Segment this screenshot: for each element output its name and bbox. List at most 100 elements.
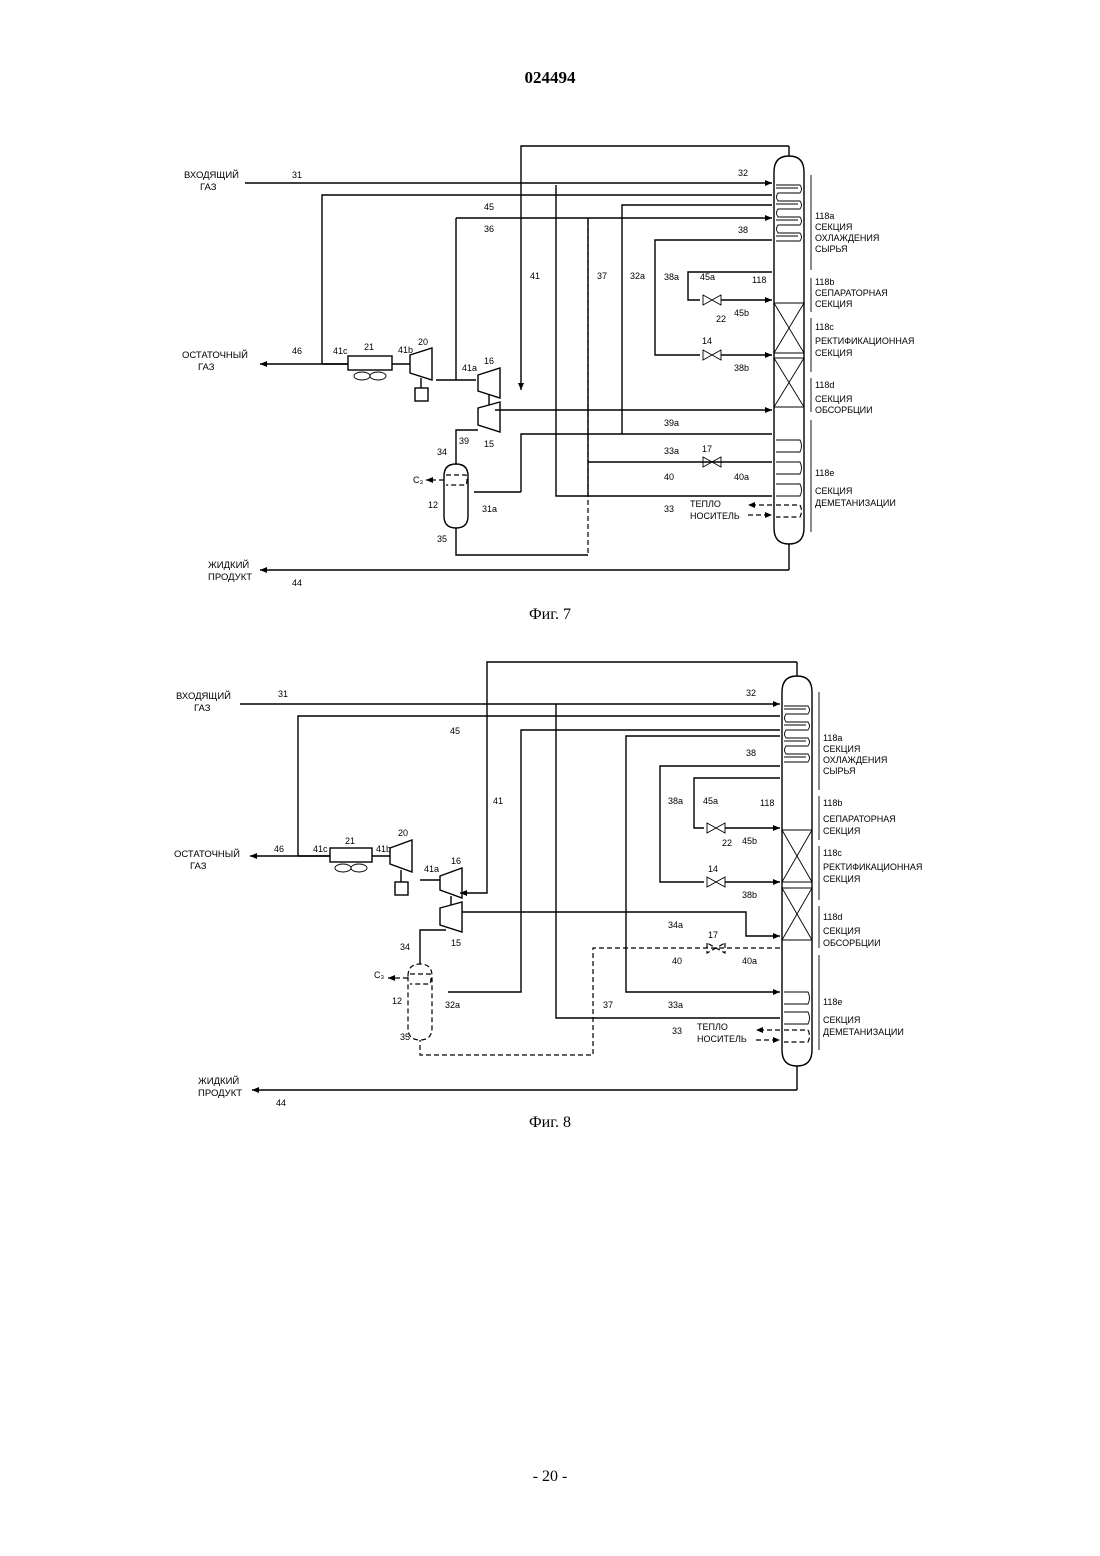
svg-text:38: 38 [746, 748, 756, 758]
svg-text:44: 44 [276, 1098, 286, 1108]
svg-text:41a: 41a [424, 864, 439, 874]
svg-text:ЖИДКИЙ: ЖИДКИЙ [208, 559, 249, 571]
section-label-118d: 118d СЕКЦИЯ ОБСОРБЦИИ [823, 912, 881, 948]
svg-text:15: 15 [451, 938, 461, 948]
svg-text:118b: 118b [815, 277, 834, 287]
svg-text:32: 32 [738, 168, 748, 178]
svg-text:41b: 41b [398, 345, 413, 355]
svg-text:ПРОДУКТ: ПРОДУКТ [208, 572, 252, 583]
section-label-118b: 118b СЕПАРАТОРНАЯ СЕКЦИЯ [823, 798, 896, 836]
liquid-product-label: ЖИДКИЙ ПРОДУКТ [198, 1075, 242, 1099]
svg-text:35: 35 [437, 534, 447, 544]
svg-text:118d: 118d [815, 380, 834, 390]
svg-text:45a: 45a [700, 272, 715, 282]
svg-text:45b: 45b [734, 308, 749, 318]
svg-text:ОБСОРБЦИИ: ОБСОРБЦИИ [823, 938, 881, 948]
svg-text:118d: 118d [823, 912, 842, 922]
svg-text:20: 20 [398, 828, 408, 838]
section-label-118b: 118b СЕПАРАТОРНАЯ СЕКЦИЯ [815, 277, 888, 309]
heat-medium-label: ТЕПЛО НОСИТЕЛЬ [697, 1022, 747, 1044]
svg-text:118b: 118b [823, 798, 842, 808]
svg-text:41: 41 [530, 271, 540, 281]
svg-text:118e: 118e [815, 468, 834, 478]
section-label-118d: 118d СЕКЦИЯ ОБСОРБЦИИ [815, 380, 873, 415]
svg-text:37: 37 [597, 271, 607, 281]
svg-text:31: 31 [292, 170, 302, 180]
svg-text:31a: 31a [482, 504, 497, 514]
svg-text:СЕКЦИЯ: СЕКЦИЯ [823, 926, 860, 936]
section-label-118a: 118a СЕКЦИЯ ОХЛАЖДЕНИЯ СЫРЬЯ [823, 733, 887, 776]
svg-text:40a: 40a [734, 472, 749, 482]
svg-text:17: 17 [702, 444, 712, 454]
svg-text:34a: 34a [668, 920, 683, 930]
svg-text:17: 17 [708, 930, 718, 940]
svg-text:45: 45 [450, 726, 460, 736]
section-label-118e: 118e СЕКЦИЯ ДЕМЕТАНИЗАЦИИ [823, 997, 904, 1037]
svg-text:ОСТАТОЧНЫЙ: ОСТАТОЧНЫЙ [182, 349, 248, 361]
svg-text:46: 46 [292, 346, 302, 356]
heat-medium-label: ТЕПЛО НОСИТЕЛЬ [690, 499, 740, 521]
svg-text:СЕКЦИЯ: СЕКЦИЯ [815, 394, 852, 404]
svg-text:12: 12 [392, 996, 402, 1006]
column-tag: 118 [760, 798, 774, 808]
svg-text:46: 46 [274, 844, 284, 854]
svg-text:ТЕПЛО: ТЕПЛО [697, 1022, 728, 1032]
svg-text:31: 31 [278, 689, 288, 699]
svg-text:СЕКЦИЯ: СЕКЦИЯ [823, 826, 860, 836]
svg-text:12: 12 [428, 500, 438, 510]
column-tag: 118 [752, 275, 766, 285]
svg-text:ПРОДУКТ: ПРОДУКТ [198, 1088, 242, 1099]
section-label-118e: 118e СЕКЦИЯ ДЕМЕТАНИЗАЦИИ [815, 468, 896, 508]
svg-text:21: 21 [364, 342, 374, 352]
residue-gas-label: ОСТАТОЧНЫЙ ГАЗ [182, 349, 248, 373]
svg-text:ВХОДЯЩИЙ: ВХОДЯЩИЙ [184, 169, 239, 181]
svg-text:16: 16 [451, 856, 461, 866]
section-label-118c: 118c РЕКТИФИКАЦИОННАЯ СЕКЦИЯ [823, 848, 922, 884]
svg-text:41c: 41c [333, 346, 348, 356]
svg-text:СЕКЦИЯ: СЕКЦИЯ [815, 299, 852, 309]
svg-text:21: 21 [345, 836, 355, 846]
svg-text:45b: 45b [742, 836, 757, 846]
figure-caption-8: Фиг. 8 [0, 1114, 1100, 1132]
svg-text:118e: 118e [823, 997, 842, 1007]
svg-text:СЕПАРАТОРНАЯ: СЕПАРАТОРНАЯ [815, 288, 888, 298]
svg-text:41c: 41c [313, 844, 328, 854]
svg-text:118c: 118c [815, 322, 834, 332]
svg-text:118a: 118a [815, 211, 834, 221]
separator-12 [426, 464, 468, 528]
svg-text:45a: 45a [703, 796, 718, 806]
svg-text:41: 41 [493, 796, 503, 806]
equipment-labels: 21 20 16 15 22 14 17 12 [345, 828, 732, 1006]
svg-text:ОСТАТОЧНЫЙ: ОСТАТОЧНЫЙ [174, 848, 240, 860]
svg-text:34: 34 [437, 447, 447, 457]
svg-text:40: 40 [672, 956, 682, 966]
svg-text:39: 39 [459, 436, 469, 446]
svg-text:40: 40 [664, 472, 674, 482]
expander-compressor-16-15 [440, 868, 462, 932]
svg-text:ОБСОРБЦИИ: ОБСОРБЦИИ [815, 405, 873, 415]
svg-text:38b: 38b [742, 890, 757, 900]
svg-text:39a: 39a [664, 418, 679, 428]
column-118 [782, 662, 812, 1090]
svg-text:СЕКЦИЯ: СЕКЦИЯ [823, 744, 860, 754]
figure-caption-7: Фиг. 7 [0, 606, 1100, 624]
svg-text:36: 36 [484, 224, 494, 234]
residue-gas-label: ОСТАТОЧНЫЙ ГАЗ [174, 848, 240, 872]
inlet-gas-label: ВХОДЯЩИЙ ГАЗ [184, 169, 239, 193]
svg-text:118a: 118a [823, 733, 842, 743]
svg-text:ОХЛАЖДЕНИЯ: ОХЛАЖДЕНИЯ [823, 755, 887, 765]
inlet-gas-label: ВХОДЯЩИЙ ГАЗ [176, 690, 231, 714]
svg-text:ОХЛАЖДЕНИЯ: ОХЛАЖДЕНИЯ [815, 233, 879, 243]
svg-text:22: 22 [722, 838, 732, 848]
svg-text:ДЕМЕТАНИЗАЦИИ: ДЕМЕТАНИЗАЦИИ [815, 498, 896, 508]
svg-text:РЕКТИФИКАЦИОННАЯ: РЕКТИФИКАЦИОННАЯ [823, 862, 922, 872]
svg-text:34: 34 [400, 942, 410, 952]
svg-text:45: 45 [484, 202, 494, 212]
svg-text:СЕКЦИЯ: СЕКЦИЯ [823, 874, 860, 884]
svg-text:16: 16 [484, 356, 494, 366]
svg-text:20: 20 [418, 337, 428, 347]
page-number: - 20 - [0, 1468, 1100, 1486]
air-cooler-21 [330, 848, 372, 872]
svg-text:38a: 38a [668, 796, 683, 806]
svg-text:33a: 33a [668, 1000, 683, 1010]
